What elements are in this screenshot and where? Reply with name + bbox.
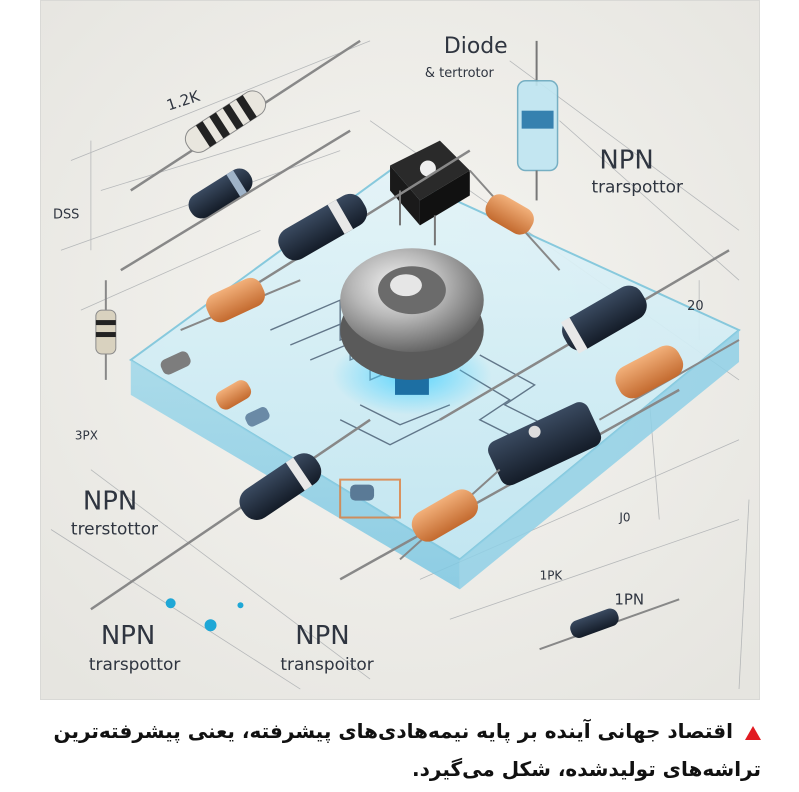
resistor-copper-mid	[469, 169, 561, 271]
small-components-left	[160, 351, 375, 501]
diode-left-top	[120, 129, 351, 272]
glass-capacitor	[516, 40, 559, 201]
label-npn-bottom-left: NPN	[101, 621, 155, 651]
label-right-dim: 20	[687, 299, 703, 314]
label-right-small: J0	[618, 511, 630, 525]
resistor-copper-bottom	[399, 468, 501, 561]
diode-bottom-right-small	[539, 598, 680, 651]
illustration-frame: Diode & tertrotor NPN trarspottor NPN tr…	[40, 0, 760, 700]
caption-triangle-icon	[745, 725, 761, 740]
label-left-dim: DSS	[53, 207, 79, 222]
electronics-illustration: Diode & tertrotor NPN trarspottor NPN tr…	[41, 1, 759, 699]
square-transistor	[390, 140, 470, 246]
label-diode-title: Diode	[444, 34, 508, 59]
resistor-copper-left	[180, 277, 301, 331]
central-chip-component	[340, 248, 484, 395]
label-bottom-mark: 1PK	[540, 568, 564, 582]
label-npn-top-right-sub: trarspottor	[591, 176, 683, 196]
caption-text: اقتصاد جهانی آینده بر پایه نیمه‌هادی‌های…	[53, 719, 761, 781]
label-left-mark: 3PX	[75, 429, 98, 443]
diode-right-long	[439, 249, 730, 421]
resistor-top-left	[130, 39, 361, 192]
resistor-copper-right	[598, 339, 740, 421]
diode-upper-mid	[229, 149, 471, 302]
label-npn-left: NPN	[83, 487, 137, 517]
label-npn-bottom-mid: NPN	[295, 621, 349, 651]
label-npn-bottom-left-sub: trarspottor	[89, 654, 181, 674]
label-diode-subtitle: & tertrotor	[425, 66, 495, 81]
resistor-left-vertical	[95, 280, 117, 380]
diode-big-bottom	[339, 388, 680, 581]
label-npn-top-right: NPN	[599, 146, 653, 176]
figure-caption: اقتصاد جهانی آینده بر پایه نیمه‌هادی‌های…	[31, 712, 761, 788]
label-bottom-value: 1PN	[614, 590, 644, 608]
diode-bottom-left-long	[90, 418, 371, 611]
label-npn-bottom-mid-sub: transpoitor	[280, 654, 373, 674]
label-npn-left-sub: trerstottor	[71, 518, 158, 538]
blue-dots	[165, 598, 244, 632]
